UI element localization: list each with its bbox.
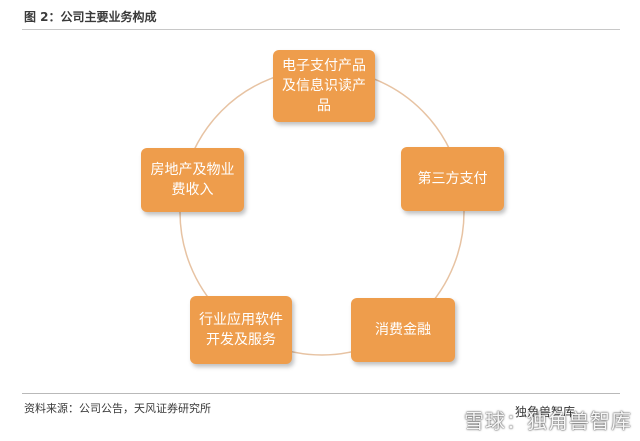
node-electronic-payment-label: 电子支付产品及信息识读产品	[282, 58, 366, 114]
watermark: 雪球：独角兽智库	[464, 409, 632, 433]
figure-title: 图 2：公司主要业务构成	[24, 10, 157, 24]
node-consumer-finance-label: 消费金融	[375, 322, 431, 338]
top-divider	[22, 29, 620, 30]
watermark-small: 独角兽智库	[515, 405, 576, 419]
node-third-party-payment-label: 第三方支付	[417, 171, 488, 187]
node-real-estate-label: 房地产及物业费收入	[150, 162, 235, 198]
node-industry-software: 行业应用软件开发及服务	[190, 296, 292, 364]
node-consumer-finance: 消费金融	[351, 298, 455, 362]
bottom-divider	[22, 393, 620, 394]
node-industry-software-label: 行业应用软件开发及服务	[199, 312, 283, 348]
node-real-estate: 房地产及物业费收入	[141, 148, 244, 212]
source-note: 资料来源：公司公告，天风证券研究所	[24, 402, 211, 415]
node-third-party-payment: 第三方支付	[401, 147, 504, 211]
node-electronic-payment: 电子支付产品及信息识读产品	[273, 50, 375, 122]
